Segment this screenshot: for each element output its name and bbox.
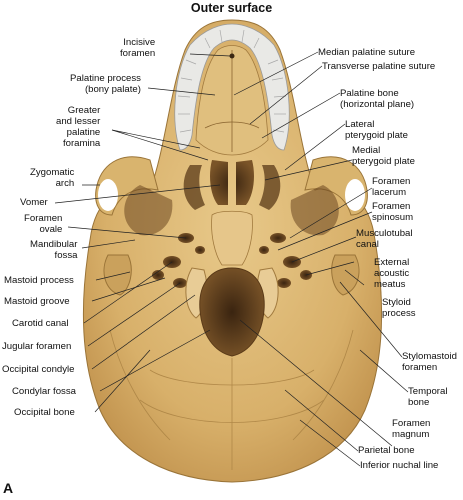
zygomatic-gap-right <box>345 179 365 211</box>
label-condylar-fossa: Condylar fossa <box>12 386 76 397</box>
label-foramen-spinosum: Foramen spinosum <box>372 201 414 223</box>
zygomatic-gap-left <box>98 179 118 211</box>
mastoid-right <box>331 254 360 296</box>
label-musculotubal-canal: Musculotubal canal <box>356 228 413 250</box>
label-foramen-lacerum: Foramen lacerum <box>372 176 411 198</box>
choanae <box>210 160 254 205</box>
label-temporal-bone: Temporal bone <box>408 386 448 408</box>
transverse-palatine-suture-line <box>204 121 260 129</box>
label-mandibular-fossa: Mandibular fossa <box>30 239 78 261</box>
label-greater-lesser-palatine-foramina: Greater and lesser palatine foramina <box>56 105 101 149</box>
label-zygomatic-arch: Zygomatic arch <box>30 167 75 189</box>
label-carotid-canal: Carotid canal <box>12 318 69 329</box>
label-mastoid-groove: Mastoid groove <box>4 296 70 307</box>
label-jugular-foramen: Jugular foramen <box>2 341 72 352</box>
panel-letter: A <box>3 480 14 496</box>
foramen-magnum <box>199 267 265 357</box>
figure-title: Outer surface <box>190 1 273 15</box>
tooth-dividers <box>177 29 287 133</box>
label-foramen-ovale: Foramen ovale <box>24 213 63 235</box>
leader-lines <box>54 51 409 467</box>
label-styloid-process: Styloid process <box>382 297 416 319</box>
label-incisive-foramen: Incisive foramen <box>120 37 156 59</box>
label-lateral-pterygoid-plate: Lateral pterygoid plate <box>345 119 408 141</box>
label-stylomastoid-foramen: Stylomastoid foramen <box>402 351 457 373</box>
label-parietal-bone: Parietal bone <box>358 445 415 456</box>
label-external-acoustic-meatus: External acoustic meatus <box>374 257 410 290</box>
label-occipital-bone: Occipital bone <box>14 407 75 418</box>
pterygoid-right <box>259 165 281 210</box>
label-foramen-magnum: Foramen magnum <box>392 418 431 440</box>
incisive-foramen-mark <box>229 53 235 59</box>
label-palatine-process: Palatine process (bony palate) <box>70 73 141 95</box>
upper-teeth <box>174 23 290 151</box>
label-mastoid-process: Mastoid process <box>4 275 74 286</box>
occipital-lines <box>109 329 354 470</box>
infratemporal-left <box>124 185 173 236</box>
label-palatine-bone: Palatine bone (horizontal plane) <box>340 88 415 110</box>
infratemporal-right <box>290 185 339 236</box>
label-medial-pterygoid-plate: Medial pterygoid plate <box>352 145 415 167</box>
label-median-palatine-suture: Median palatine suture <box>318 47 416 58</box>
label-transverse-palatine-suture: Transverse palatine suture <box>322 61 436 72</box>
label-inferior-nuchal-line: Inferior nuchal line <box>360 460 439 471</box>
label-occipital-condyle: Occipital condyle <box>2 364 75 375</box>
label-vomer: Vomer <box>20 197 48 208</box>
basiocciput <box>211 210 253 266</box>
